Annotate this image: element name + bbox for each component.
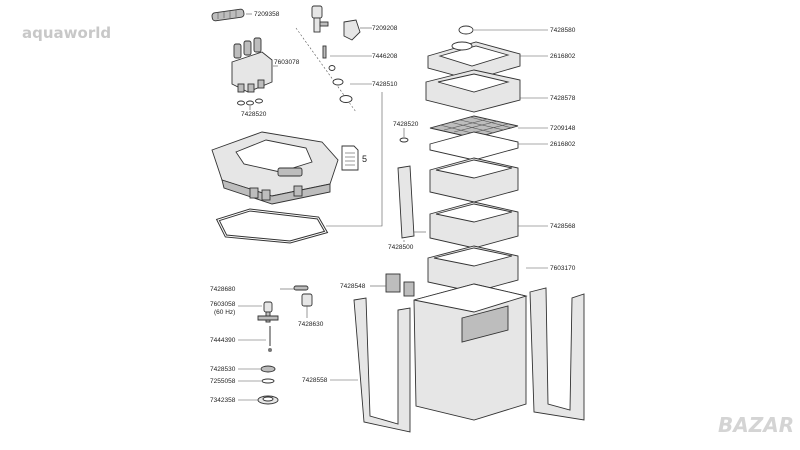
part-basket-2 (429, 201, 519, 249)
part-left-handle (353, 297, 411, 433)
label-7428578: 7428578 (550, 95, 576, 102)
part-seals-diagonal (328, 65, 353, 103)
part-basket-1 (429, 157, 519, 203)
part-primer-stem (311, 5, 329, 33)
watermark-aquaworld: aquaworld (22, 24, 111, 42)
part-shaft (268, 326, 272, 352)
label-7428580: 7428580 (550, 27, 576, 34)
part-bearing-ring (260, 365, 276, 373)
label-7603058: 7603058 (210, 301, 236, 308)
label-7446208: 7446208 (372, 53, 398, 60)
label-7428558: 7428558 (302, 377, 328, 384)
part-valve-block (231, 37, 273, 93)
label-7428520-mid: 7428520 (393, 121, 419, 128)
part-basket-3 (427, 245, 519, 293)
part-impeller (257, 301, 279, 323)
label-7255058: 7255058 (210, 378, 236, 385)
part-lid (427, 41, 521, 81)
part-spring-7446208 (322, 45, 327, 59)
part-hose-clip (211, 8, 245, 22)
part-canister (385, 273, 528, 421)
part-large-seal (257, 395, 279, 405)
document-icon (341, 145, 359, 171)
label-7209358: 7209358 (254, 11, 280, 18)
label-7603170: 7603170 (550, 265, 576, 272)
part-right-handle (529, 287, 585, 421)
label-2616802-a: 2616802 (550, 53, 576, 60)
label-7603078: 7603078 (274, 59, 300, 66)
label-7428568: 7428568 (550, 223, 576, 230)
part-small-o-ring (261, 378, 275, 384)
part-filter-grid (429, 115, 519, 139)
label-60hz: (60 Hz) (214, 309, 235, 316)
label-7428630: 7428630 (298, 321, 324, 328)
label-7428510: 7428510 (372, 81, 398, 88)
manual-page-number: 5 (362, 154, 367, 164)
part-hose-stub (293, 285, 309, 291)
label-7444390: 7444390 (210, 337, 236, 344)
label-7428548: 7428548 (340, 283, 366, 290)
part-top-tray (425, 69, 521, 113)
part-tube-ring (399, 137, 409, 143)
part-pump-head (211, 131, 339, 205)
label-2616802-b: 2616802 (550, 141, 576, 148)
part-filter-pad (429, 131, 519, 161)
label-7342358: 7342358 (210, 397, 236, 404)
label-7209148: 7209148 (550, 125, 576, 132)
part-head-gasket (215, 208, 329, 244)
label-7428530: 7428530 (210, 366, 236, 373)
part-elbow (301, 293, 313, 307)
label-7428680: 7428680 (210, 286, 236, 293)
part-o-rings-top (237, 98, 263, 106)
label-7428500: 7428500 (388, 244, 414, 251)
part-clip-7209208 (343, 19, 361, 41)
part-top-knob (458, 25, 474, 35)
label-7209208: 7209208 (372, 25, 398, 32)
label-7428520-top: 7428520 (241, 111, 267, 118)
part-intake-tube (397, 165, 415, 239)
watermark-bazar: BAZAR (718, 413, 794, 437)
